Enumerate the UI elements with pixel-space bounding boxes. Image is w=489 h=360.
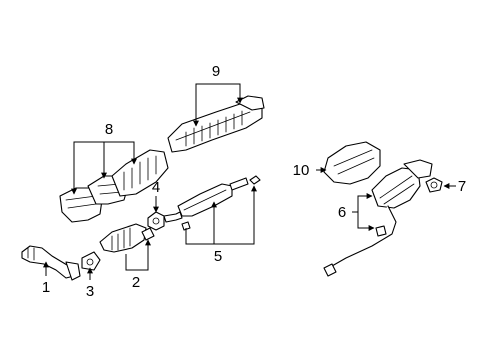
- flange-gasket-part: [147, 211, 165, 231]
- callout-7: 7: [458, 178, 466, 195]
- heat-shield-front-part: [59, 149, 169, 223]
- heat-shield-rear-part: [323, 141, 381, 185]
- callout-6: 6: [338, 204, 346, 221]
- front-pipe-part: [21, 245, 81, 281]
- callout-9: 9: [212, 63, 220, 80]
- callout-4: 4: [152, 179, 160, 196]
- callout-8: 8: [105, 121, 113, 138]
- callout-1: 1: [42, 279, 50, 296]
- gasket-part: [81, 251, 101, 271]
- heat-shield-upper-part: [167, 95, 265, 153]
- callout-2: 2: [132, 274, 140, 291]
- callout-10: 10: [293, 162, 310, 179]
- callout-5: 5: [214, 248, 222, 265]
- callout-labels: 9 8 10 4 7 6 5 2 1 3: [42, 63, 466, 300]
- leader-lines: [43, 83, 456, 280]
- muffler-assembly-part: [323, 159, 433, 277]
- catalytic-converter-part: [99, 223, 155, 253]
- center-pipe-resonator-part: [163, 175, 261, 231]
- callout-3: 3: [86, 283, 94, 300]
- hanger-part: [425, 177, 443, 193]
